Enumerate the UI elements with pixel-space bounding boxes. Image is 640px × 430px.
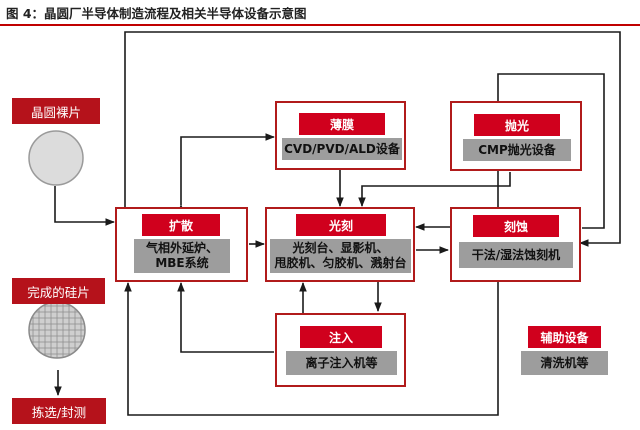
arrow-polish-to-litho [358,172,511,207]
aux-equipment: 清洗机等 [521,351,608,375]
raw-wafer-icon [28,130,84,186]
diffusion-equipment-line2: MBE系统 [155,256,209,270]
arrow-diffusion-film [177,133,275,214]
figure-title: 图 4：晶圆厂半导体制造流程及相关半导体设备示意图 [6,6,307,21]
arrow-implant-to-diffusion [177,282,274,353]
litho-equipment: 光刻台、显影机、 甩胶机、匀胶机、溅射台 [270,239,411,273]
implant-box [275,313,406,387]
etch-title: 刻蚀 [473,215,559,237]
etch-equipment: 干法/湿法蚀刻机 [459,242,573,268]
arrow-bottom-loop [124,282,499,416]
arrow-wafer-to-diffusion [54,186,115,226]
litho-title: 光刻 [296,214,386,236]
raw-wafer-label: 晶圆裸片 [12,98,100,124]
implant-equipment: 离子注入机等 [286,351,397,375]
test-label: 拣选/封测 [12,398,106,424]
diffusion-equipment-line1: 气相外延炉、 [145,241,218,255]
diffusion-equipment: 气相外延炉、 MBE系统 [134,239,230,273]
litho-equipment-line1: 光刻台、显影机、 [292,241,389,255]
implant-title: 注入 [300,326,382,348]
diffusion-title: 扩散 [142,214,220,236]
polish-title: 抛光 [474,114,560,136]
aux-title: 辅助设备 [528,326,601,348]
film-title: 薄膜 [299,113,385,135]
film-equipment: CVD/PVD/ALD设备 [282,138,402,160]
litho-equipment-line2: 甩胶机、匀胶机、溅射台 [274,256,407,270]
finished-wafer-icon [28,301,86,359]
title-rule [0,24,640,26]
polish-equipment: CMP抛光设备 [463,139,571,161]
finished-wafer-label: 完成的硅片 [12,278,105,304]
arrow-top-loop [124,31,621,247]
